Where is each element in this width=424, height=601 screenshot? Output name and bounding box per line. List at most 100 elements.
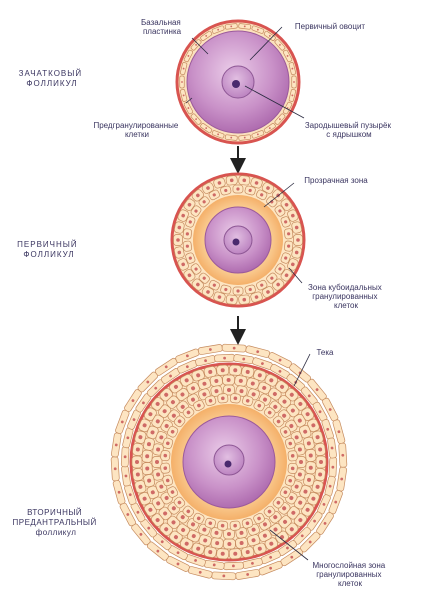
germinal-vesicle-3 [213, 444, 245, 476]
pregranulosa-cells [179, 23, 297, 141]
pregranulosa-cell [263, 123, 276, 134]
pregranulosa-cell [288, 89, 297, 102]
granulosa-cell [160, 450, 171, 462]
cuboidal-cell [220, 185, 232, 196]
cuboidal-cell [201, 182, 215, 194]
svg-text:Первичный овоцит: Первичный овоцит [295, 22, 366, 31]
theca-cell [121, 465, 131, 487]
cuboidal-cell [261, 286, 275, 298]
cuboidal-cell [198, 272, 210, 284]
pregranulosa-cell [283, 101, 293, 115]
cuboidal-cell [190, 263, 202, 275]
granulosa-cell [158, 404, 172, 418]
svg-text:Предгранулированные клет: Предгранулированные клетки [93, 121, 180, 139]
granulosa-cell [268, 387, 282, 401]
cuboidal-cell [190, 205, 202, 217]
granulosa-cell [286, 506, 300, 520]
theca-cell [214, 353, 235, 363]
cuboidal-cell [183, 198, 196, 211]
nucleus-label-1: Зародышевый пузырёк [305, 121, 392, 130]
granulosa-cell [293, 513, 307, 527]
granulosa-cell [301, 503, 315, 517]
theca-cell [211, 571, 237, 581]
cuboidal-cell [244, 185, 256, 196]
cuboidal-cell [250, 291, 263, 303]
granulosa-cell [257, 381, 271, 395]
cuboidal-cell [284, 228, 294, 240]
cuboidal-cell [182, 228, 192, 240]
granulosa-cell [305, 461, 317, 475]
granulosa-cell [272, 415, 285, 428]
cuboidal-cell [280, 269, 293, 282]
granulosa-cell [222, 374, 235, 386]
granulosa-cell [193, 399, 205, 412]
cuboidal-cell [213, 291, 226, 303]
granulosa-cell [166, 486, 179, 498]
granulosa-cell [216, 364, 230, 376]
theca-cell [115, 409, 130, 435]
pregranulosa-cell [179, 62, 188, 75]
pregranulosa-cell [288, 62, 297, 75]
granulosa-cell [151, 496, 165, 511]
pregranulosa-cell [200, 30, 213, 41]
granulosa-cell [253, 400, 266, 412]
theca-cell [235, 569, 261, 580]
pregranulosa-cell [251, 130, 265, 139]
granulosa-cell [182, 406, 195, 419]
pregranulosa-cell [251, 25, 265, 34]
granulosa-cell [293, 495, 307, 510]
multilayer-label-3: клеток [338, 579, 362, 588]
pregranulosa-cell [183, 101, 193, 115]
granulosa-cell [151, 456, 163, 468]
cuboidal-granulosa-cells [173, 175, 303, 305]
cuboidal-cell [287, 209, 299, 222]
basal-lamina-label-2: пластинка [143, 27, 182, 36]
multilayer-granulosa-cells [131, 364, 327, 560]
granulosa-cell [315, 455, 327, 469]
cuboidal-cell [266, 272, 278, 284]
granulosa-cell [217, 520, 229, 531]
cuboidal-cell [238, 175, 251, 186]
granulosa-cell [284, 475, 296, 487]
granulosa-cell [228, 364, 242, 376]
granulosa-cell [191, 369, 205, 382]
cuboidal-cell [261, 182, 275, 194]
pregranulosa-cell [224, 134, 238, 141]
theca-cell [130, 502, 146, 523]
cuboidal-cell [280, 216, 291, 228]
granulosa-cell [138, 491, 151, 506]
pregranulosa-cell [283, 49, 293, 63]
cuboidal-cell [191, 189, 205, 202]
cuboidal-cell [208, 279, 220, 291]
granulosa-cell [235, 537, 249, 549]
granulosa-cell [241, 517, 254, 529]
nucleolus-3 [224, 460, 232, 468]
cuboidal-cell [232, 286, 244, 296]
granulosa-cell [210, 537, 224, 549]
granulosa-cell [253, 512, 265, 525]
cuboidal-cell [232, 184, 244, 194]
granulosa-cell [258, 529, 272, 543]
granulosa-cell [234, 375, 248, 387]
granulosa-cell [305, 449, 317, 462]
leader-lines [185, 26, 311, 561]
cuboidal-cell [238, 294, 251, 305]
granulosa-cell [272, 496, 285, 509]
pregranulosa-cell [179, 75, 185, 89]
svg-text:ПЕРВИЧНЫЙ ФОЛЛИКУЛ: ПЕРВИЧНЫЙ ФОЛЛИКУЛ [17, 240, 81, 259]
cuboidal-cell [250, 177, 263, 189]
stage2-title-line1: ПЕРВИЧНЫЙ [17, 240, 77, 249]
granulosa-cell [132, 442, 144, 457]
granulosa-cell [241, 366, 255, 378]
granulosa-cell [223, 384, 235, 396]
granulosa-cell [285, 522, 299, 536]
cuboidal-cell [191, 278, 205, 291]
pregranulosa-cell [274, 39, 286, 51]
granulosa-cell [141, 462, 153, 475]
pregranulosa-cell [238, 23, 252, 30]
pregranulosa-cell [190, 39, 202, 51]
theca-cell [233, 354, 255, 364]
theca-cell [327, 437, 337, 459]
granulosa-cell [295, 456, 307, 468]
granulosa-cell [235, 527, 248, 539]
